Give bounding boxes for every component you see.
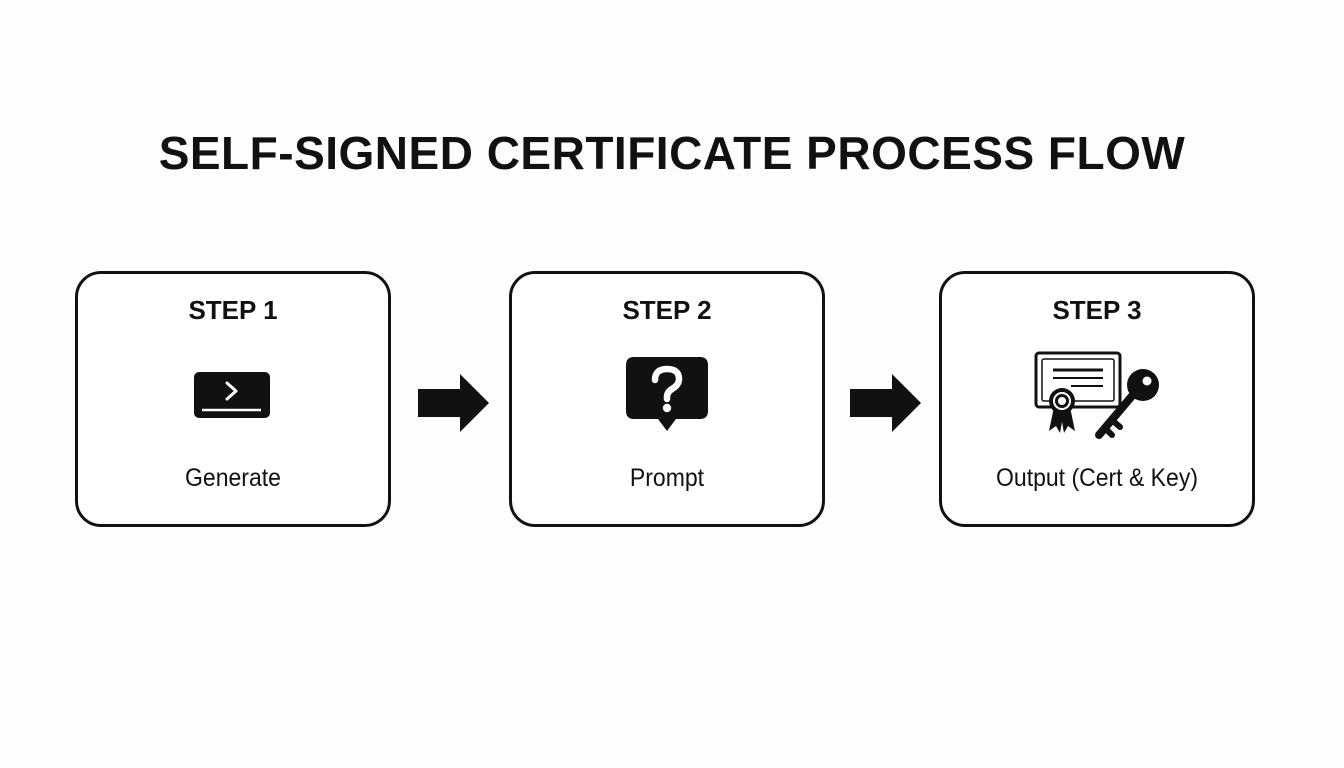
- certificate-key-icon: [942, 350, 1252, 440]
- step-2-caption: Prompt: [629, 464, 705, 492]
- question-bubble-icon: [512, 350, 822, 440]
- arrow-right-icon: [850, 372, 922, 434]
- step-1-box: STEP 1 Generate: [75, 271, 391, 527]
- arrow-right-icon: [418, 372, 490, 434]
- step-2-label: STEP 2: [622, 295, 712, 325]
- step-1-caption: Generate: [185, 464, 281, 492]
- terminal-icon: [78, 350, 388, 440]
- step-3-box: STEP 3 Output (Cert & Key): [939, 271, 1255, 527]
- step-3-caption: Output (Cert & Key): [996, 464, 1198, 492]
- diagram-title: SELF-SIGNED CERTIFICATE PROCESS FLOW: [158, 127, 1186, 179]
- step-1-label: STEP 1: [188, 295, 278, 325]
- step-2-box: STEP 2 Prompt: [509, 271, 825, 527]
- step-3-label: STEP 3: [1052, 295, 1142, 325]
